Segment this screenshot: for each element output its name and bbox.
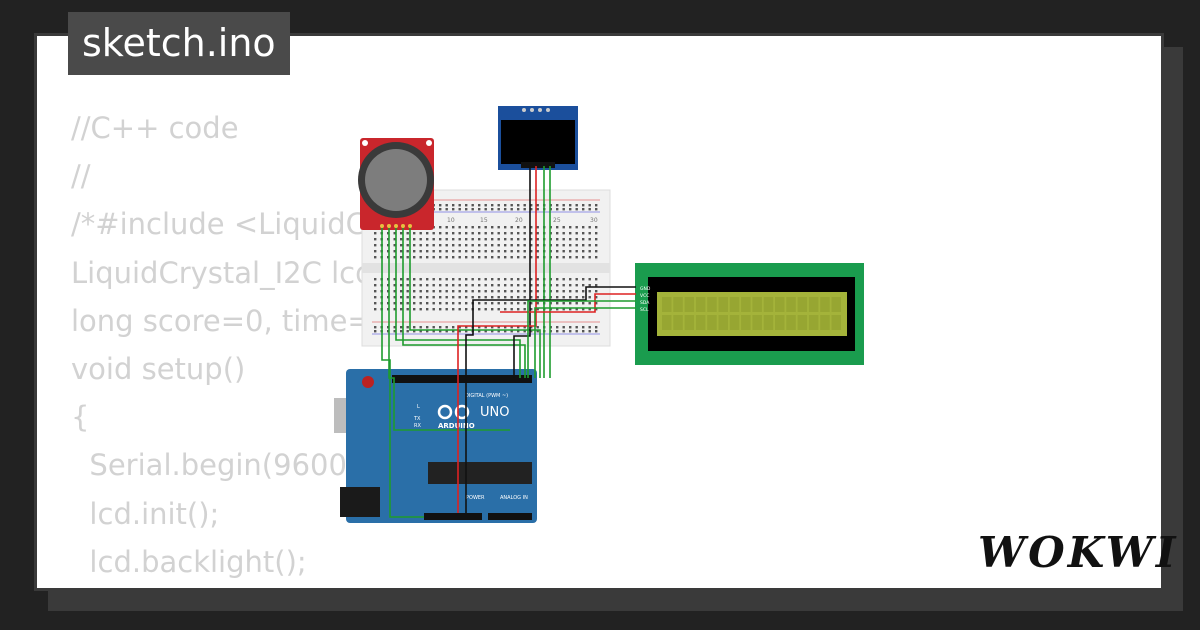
- code-line: {: [71, 400, 90, 435]
- code-line: lcd.backlight();: [71, 544, 307, 579]
- code-line: LiquidCrystal_I2C lcd: [71, 255, 374, 290]
- code-line: long score=0, time=: [71, 303, 372, 338]
- code-line: void setup(): [71, 352, 246, 387]
- code-line: lcd.init();: [71, 496, 220, 531]
- code-preview: //C++ code // /*#include <LiquidC Liquid…: [71, 104, 374, 588]
- code-line: //C++ code: [71, 111, 239, 145]
- wokwi-logo: WOKWI: [978, 528, 1179, 577]
- code-line: /*#include <LiquidC: [71, 207, 366, 242]
- code-line: Serial.begin(9600: [71, 448, 347, 483]
- sketch-title: sketch.ino: [68, 12, 290, 75]
- code-line: //: [71, 159, 91, 194]
- preview-card: //C++ code // /*#include <LiquidC Liquid…: [34, 33, 1164, 591]
